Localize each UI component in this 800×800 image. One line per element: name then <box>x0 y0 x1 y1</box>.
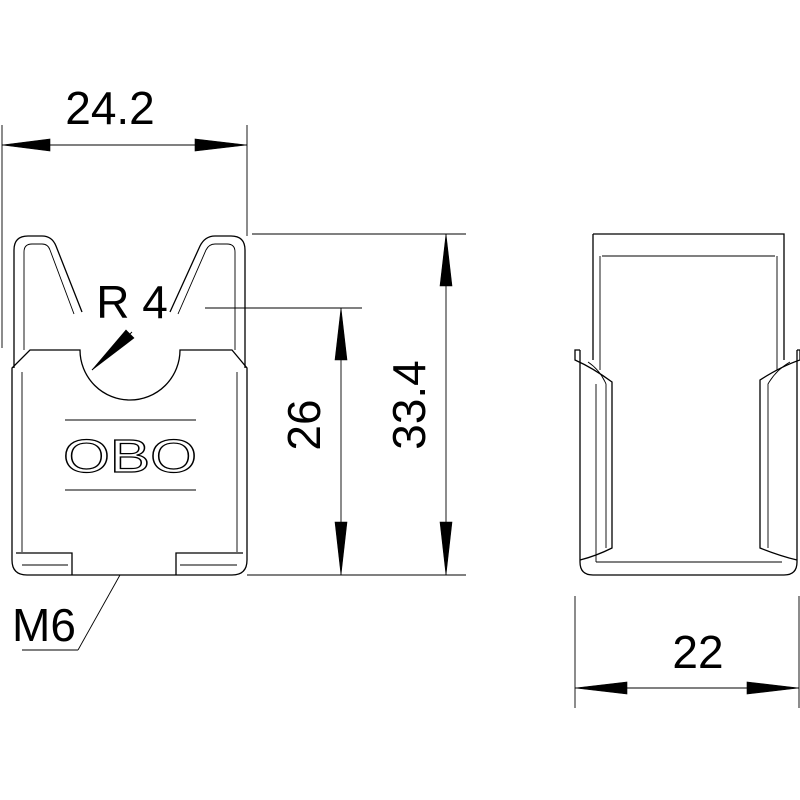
thread-leader <box>77 574 121 651</box>
right-spring-arm <box>169 235 246 368</box>
side-top-plate <box>592 233 785 360</box>
brand-logo: OBO <box>63 430 197 482</box>
arrow-bottom <box>334 521 348 576</box>
arrow-right <box>746 681 800 695</box>
side-right-curl <box>759 349 800 561</box>
dimension-label-side-width: 22 <box>672 626 723 678</box>
dimension-radius: R 4 <box>91 276 168 371</box>
dimension-thread: M6 <box>12 574 121 651</box>
arrow-bottom <box>439 521 453 576</box>
dimension-inner-height: 26 <box>205 307 362 576</box>
left-spring-arm-inner <box>23 243 75 350</box>
front-view: OBO <box>11 235 248 576</box>
dimension-label-width-top: 24.2 <box>65 82 155 134</box>
side-right-curl-inner <box>767 361 791 548</box>
arrow-top <box>334 307 348 361</box>
dimension-label-thread: M6 <box>12 599 76 651</box>
arrow-top <box>439 233 453 287</box>
dimension-label-total-height: 33.4 <box>383 360 435 450</box>
dimension-label-inner-height: 26 <box>278 399 330 450</box>
dimension-side-width: 22 <box>574 596 800 708</box>
arrow-right <box>194 138 248 152</box>
arrow-left <box>1 138 51 152</box>
side-view <box>574 233 800 576</box>
dimension-label-radius: R 4 <box>96 276 168 328</box>
side-left-flange <box>579 350 798 576</box>
left-spring-arm <box>13 235 83 368</box>
dimension-total-height: 33.4 <box>247 233 466 576</box>
radius-arrow <box>91 329 135 371</box>
arrow-left <box>574 681 628 695</box>
dimension-width-top: 24.2 <box>1 82 248 348</box>
front-bottom-foot <box>16 552 243 575</box>
front-body-inner <box>21 372 238 552</box>
front-body-outline <box>11 349 248 576</box>
right-spring-arm-inner <box>177 243 236 350</box>
side-left-curl-inner <box>587 361 607 548</box>
side-left-curl <box>574 349 613 561</box>
